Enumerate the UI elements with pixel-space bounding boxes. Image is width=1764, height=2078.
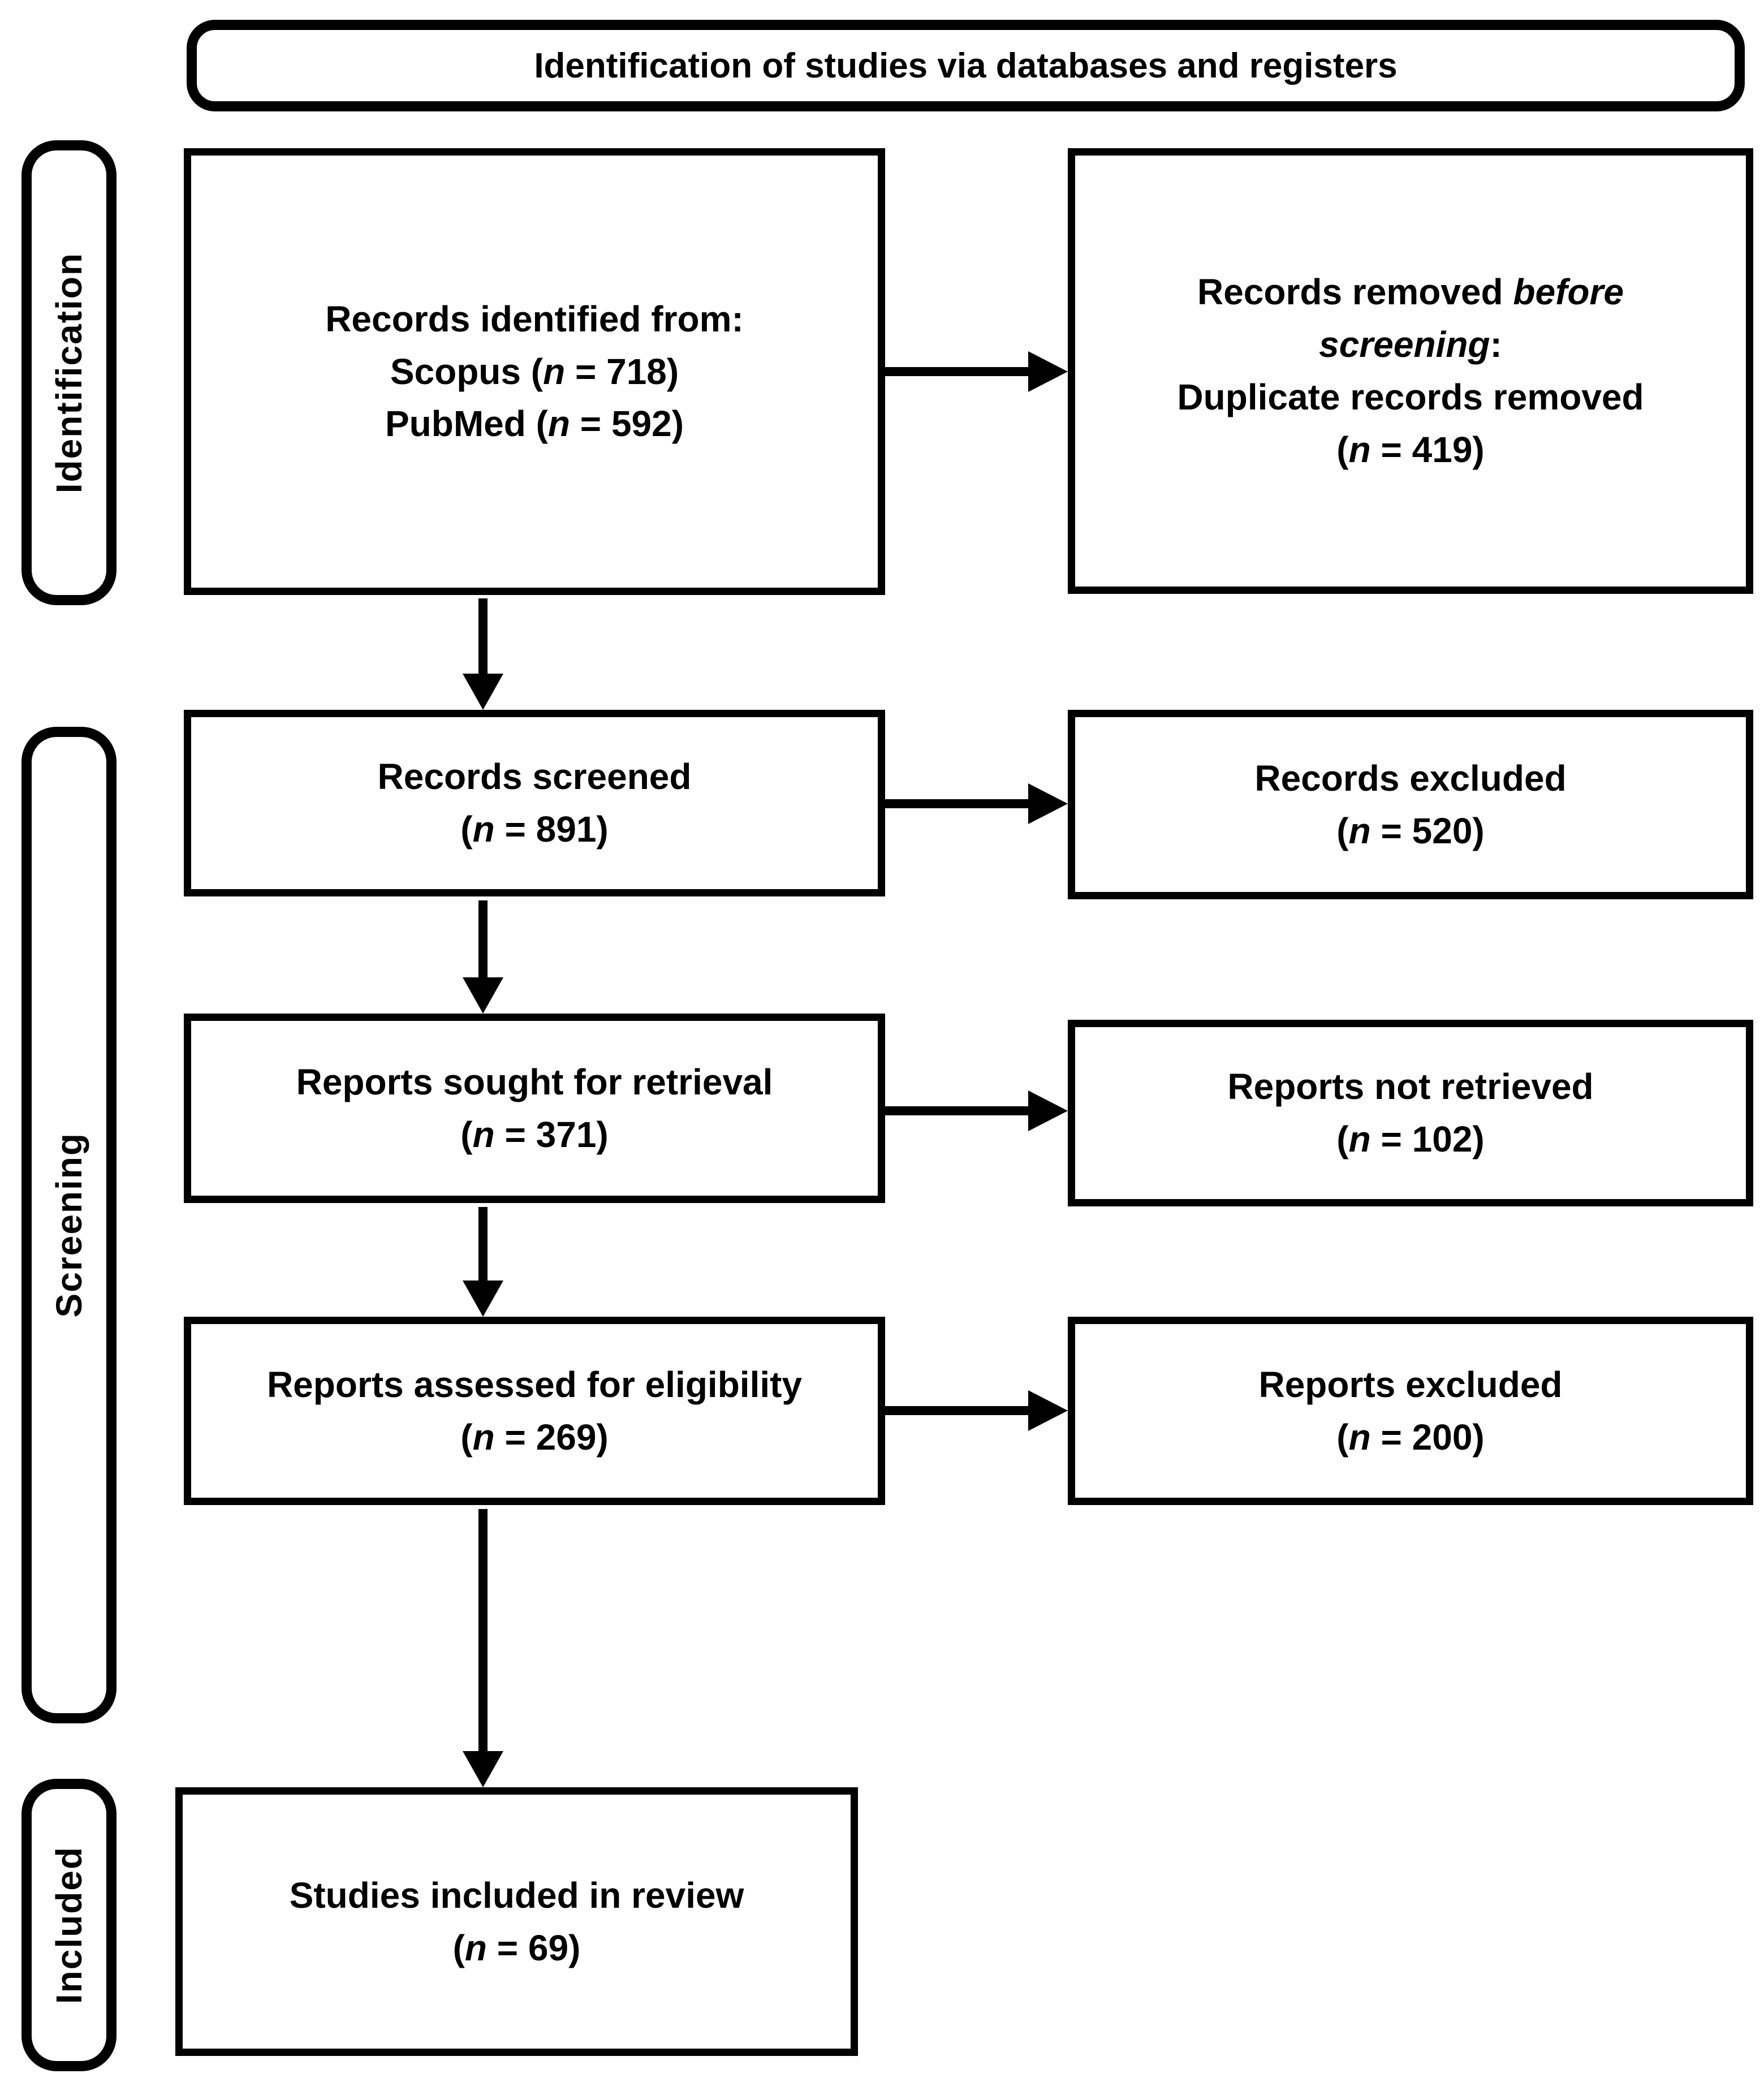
box-records-screened-text: Records screened(n = 891) (377, 756, 692, 850)
arrow-screened-to-excluded-head (1028, 783, 1068, 824)
arrow-identified-to-removed-head (1028, 351, 1068, 392)
arrow-assessed-to-excluded-shaft (885, 1406, 1029, 1415)
stage-label-identification-text: Identification (49, 252, 89, 494)
stage-label-screening: Screening (21, 727, 117, 1723)
arrow-sought-to-not-retrieved-head (1028, 1090, 1068, 1131)
box-reports-assessed-text: Reports assessed for eligibility(n = 269… (266, 1364, 803, 1458)
arrow-sought-to-assessed-head (463, 1281, 503, 1317)
diagram-title: Identification of studies via databases … (534, 46, 1398, 85)
box-reports-excluded: Reports excluded(n = 200) (1068, 1317, 1753, 1505)
box-records-screened: Records screened(n = 891) (184, 710, 885, 896)
box-reports-not-retrieved: Reports not retrieved(n = 102) (1068, 1020, 1753, 1206)
stage-label-included-text: Included (49, 1846, 89, 2004)
arrow-screened-to-sought-head (463, 977, 503, 1014)
box-studies-included-text: Studies included in review(n = 69) (289, 1874, 744, 1968)
arrow-sought-to-not-retrieved-shaft (885, 1106, 1029, 1115)
arrow-sought-to-assessed-shaft (478, 1207, 488, 1282)
arrow-screened-to-sought-shaft (478, 900, 488, 978)
box-records-identified: Records identified from:Scopus (n = 718)… (184, 148, 885, 595)
box-records-identified-text: Records identified from:Scopus (n = 718)… (325, 298, 744, 445)
box-records-excluded-text: Records excluded(n = 520) (1254, 757, 1567, 851)
box-studies-included: Studies included in review(n = 69) (175, 1787, 858, 2056)
arrow-identified-to-screened-head (463, 674, 503, 710)
arrow-identified-to-screened-shaft (478, 598, 488, 675)
arrow-screened-to-excluded-shaft (885, 799, 1029, 808)
box-reports-not-retrieved-text: Reports not retrieved(n = 102) (1227, 1066, 1594, 1159)
stage-label-included: Included (21, 1779, 117, 2071)
stage-label-screening-text: Screening (49, 1132, 89, 1318)
arrow-assessed-to-included-head (463, 1751, 503, 1787)
box-reports-sought: Reports sought for retrieval(n = 371) (184, 1014, 885, 1203)
diagram-title-box: Identification of studies via databases … (187, 20, 1745, 111)
arrow-assessed-to-excluded-head (1028, 1390, 1068, 1431)
arrow-assessed-to-included-shaft (478, 1509, 488, 1752)
box-reports-excluded-text: Reports excluded(n = 200) (1258, 1364, 1563, 1458)
stage-label-identification: Identification (21, 140, 117, 605)
arrow-identified-to-removed-shaft (885, 367, 1029, 376)
box-reports-sought-text: Reports sought for retrieval(n = 371) (296, 1061, 773, 1155)
box-records-excluded: Records excluded(n = 520) (1068, 710, 1753, 899)
box-reports-assessed: Reports assessed for eligibility(n = 269… (184, 1317, 885, 1505)
